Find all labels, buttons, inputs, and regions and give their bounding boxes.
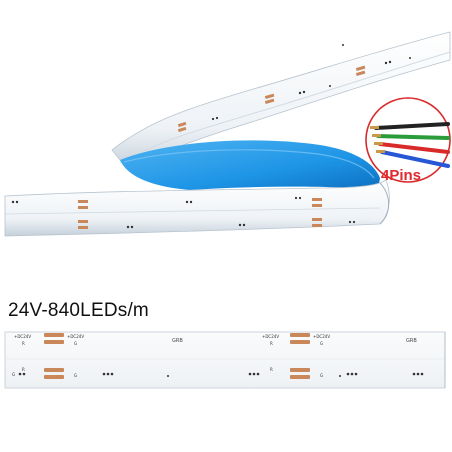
segment-left: +DC24V +DC24V R G R G G GRB [12,333,183,379]
r-label: R [270,341,273,346]
grb-label: GRB [172,338,183,344]
g-label: G [74,373,77,378]
dc-plus-label: +DC24V [14,334,31,339]
g-label: G [320,373,323,378]
led-strip-upper [111,31,451,171]
g-label: G [12,372,15,377]
g-label: G [74,341,77,346]
dc-plus-label: +DC24V [262,334,279,339]
segment-right: +DC24V +DC24V R G R G GRB [248,333,424,379]
strip-diagram: +DC24V +DC24V R G R G G GRB +DC24V +DC24… [4,331,446,389]
dc-plus-label: +DC24V [67,334,84,339]
spec-title: 24V-840LEDs/m [8,300,149,321]
r-label: R [22,367,25,372]
connector-inset [365,97,451,183]
r-label: R [270,367,273,372]
wire-bundle [370,122,450,168]
grb-label: GRB [406,338,417,344]
led-strip-lower [4,179,390,237]
g-label: G [320,341,323,346]
r-label: R [22,341,25,346]
dc-plus-label: +DC24V [313,334,330,339]
pins-label: 4Pins [381,167,422,184]
